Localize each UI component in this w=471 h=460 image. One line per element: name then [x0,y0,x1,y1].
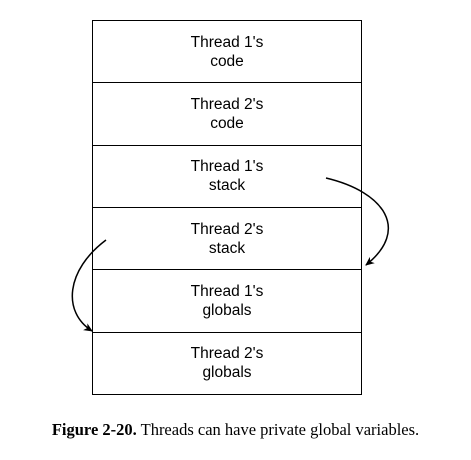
block-label: Thread 1's code [190,33,264,70]
memory-block-stack: Thread 1's code Thread 2's code Thread 1… [92,20,362,395]
block-thread1-globals: Thread 1's globals [93,270,361,333]
block-thread1-code: Thread 1's code [93,21,361,84]
block-label: Thread 2's globals [190,345,264,382]
figure-number: Figure 2-20. [51,420,137,439]
block-thread2-code: Thread 2's code [93,83,361,146]
block-label: Thread 2's stack [190,220,264,257]
figure-caption: Figure 2-20. Threads can have private gl… [0,420,471,440]
block-thread2-stack: Thread 2's stack [93,208,361,271]
memory-diagram: Thread 1's code Thread 2's code Thread 1… [71,20,389,395]
block-label: Thread 2's code [190,95,264,132]
block-thread1-stack: Thread 1's stack [93,146,361,208]
figure-caption-text: Threads can have private global variable… [140,420,420,439]
block-label: Thread 1's stack [190,158,264,195]
block-thread2-globals: Thread 2's globals [93,333,361,394]
block-label: Thread 1's globals [190,282,264,319]
